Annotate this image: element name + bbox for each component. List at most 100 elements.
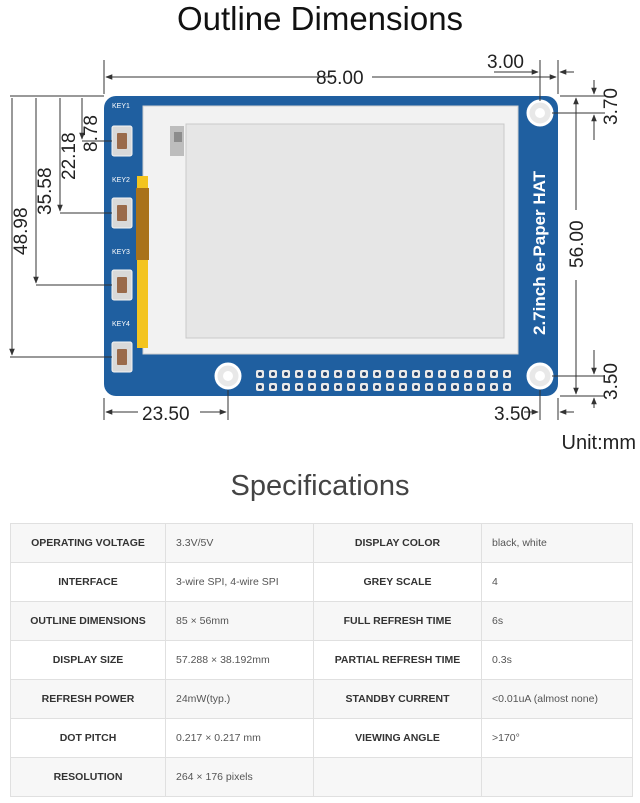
spec-value: 57.288 × 38.192mm	[165, 640, 314, 680]
key4-cap	[117, 349, 127, 365]
gpio-pad-hole	[323, 372, 327, 376]
spec-value: >170°	[481, 718, 633, 758]
spec-value: 24mW(typ.)	[165, 679, 314, 719]
gpio-pad-hole	[375, 385, 379, 389]
table-row: OUTLINE DIMENSIONS 85 × 56mm FULL REFRES…	[10, 601, 633, 641]
board-label: 2.7inch e-Paper HAT	[530, 170, 549, 335]
gpio-pad-hole	[297, 385, 301, 389]
gpio-pad-hole	[505, 385, 509, 389]
gpio-pad-hole	[466, 385, 470, 389]
gpio-pad-hole	[336, 385, 340, 389]
dim-hole-offset-top: 3.70	[601, 88, 622, 125]
table-row: INTERFACE 3-wire SPI, 4-wire SPI GREY SC…	[10, 562, 633, 602]
spec-label: DOT PITCH	[10, 718, 166, 758]
spec-label: DISPLAY SIZE	[10, 640, 166, 680]
dim-header-offset: 23.50	[142, 404, 190, 425]
dim-key3: 35.58	[35, 167, 56, 215]
spec-value: black, white	[481, 523, 633, 563]
spec-value: 264 × 176 pixels	[165, 757, 314, 797]
key-buttons	[111, 125, 133, 373]
gpio-pad-hole	[414, 385, 418, 389]
gpio-pad-hole	[271, 372, 275, 376]
spec-value: 4	[481, 562, 633, 602]
dim-width: 85.00	[316, 68, 364, 89]
gpio-pad-hole	[310, 385, 314, 389]
spec-empty-cell	[481, 757, 633, 797]
gpio-pad-hole	[336, 372, 340, 376]
spec-label: OUTLINE DIMENSIONS	[10, 601, 166, 641]
gpio-pad-hole	[414, 372, 418, 376]
key1-label: KEY1	[112, 103, 130, 110]
gpio-header	[256, 370, 511, 391]
spec-value: 6s	[481, 601, 633, 641]
spec-value: 3.3V/5V	[165, 523, 314, 563]
gpio-pad-hole	[362, 385, 366, 389]
dim-hole-offset-x: 3.00	[487, 52, 524, 73]
gpio-pad-hole	[401, 372, 405, 376]
table-row: DISPLAY SIZE 57.288 × 38.192mm PARTIAL R…	[10, 640, 633, 680]
spec-label: STANDBY CURRENT	[313, 679, 482, 719]
gpio-pad-hole	[479, 385, 483, 389]
gpio-pad-hole	[349, 385, 353, 389]
gpio-pad-hole	[375, 372, 379, 376]
gpio-pad-hole	[258, 372, 262, 376]
fpc-ribbon	[137, 176, 148, 348]
gpio-pad-hole	[427, 385, 431, 389]
epaper-corner-mark-inner	[174, 132, 182, 142]
fpc-ribbon-connector	[136, 188, 149, 260]
gpio-pad-hole	[388, 385, 392, 389]
key2-cap	[117, 205, 127, 221]
unit-label: Unit:mm	[561, 432, 636, 454]
gpio-pad-hole	[401, 385, 405, 389]
gpio-pad-hole	[492, 385, 496, 389]
specs-table: OPERATING VOLTAGE 3.3V/5V DISPLAY COLOR …	[10, 523, 633, 797]
gpio-pad-hole	[271, 385, 275, 389]
spec-empty-cell	[313, 757, 482, 797]
dim-hole-offset-right: 3.50	[494, 404, 531, 425]
key2-label: KEY2	[112, 177, 130, 184]
spec-label: INTERFACE	[10, 562, 166, 602]
dim-key1: 8.78	[81, 115, 102, 152]
table-row: DOT PITCH 0.217 × 0.217 mm VIEWING ANGLE…	[10, 718, 633, 758]
table-row: RESOLUTION 264 × 176 pixels	[10, 757, 633, 797]
spec-label: OPERATING VOLTAGE	[10, 523, 166, 563]
gpio-pad-hole	[362, 372, 366, 376]
gpio-pad-hole	[453, 385, 457, 389]
outline-title: Outline Dimensions	[176, 0, 464, 37]
key3-label: KEY3	[112, 249, 130, 256]
spec-value: 3-wire SPI, 4-wire SPI	[165, 562, 314, 602]
gpio-pad-hole	[388, 372, 392, 376]
gpio-pad-hole	[297, 372, 301, 376]
gpio-pad-hole	[258, 385, 262, 389]
key4-label: KEY4	[112, 321, 130, 328]
spec-value: 0.217 × 0.217 mm	[165, 718, 314, 758]
gpio-pad-hole	[466, 372, 470, 376]
spec-label: RESOLUTION	[10, 757, 166, 797]
spec-label: GREY SCALE	[313, 562, 482, 602]
key3-cap	[117, 277, 127, 293]
gpio-pad-hole	[505, 372, 509, 376]
dim-key4: 48.98	[11, 207, 32, 255]
spec-label: DISPLAY COLOR	[313, 523, 482, 563]
gpio-pad-hole	[284, 372, 288, 376]
gpio-pad-hole	[440, 372, 444, 376]
gpio-pad-hole	[453, 372, 457, 376]
epaper-active-area	[185, 123, 505, 339]
gpio-pad-hole	[349, 372, 353, 376]
gpio-pad-hole	[427, 372, 431, 376]
spec-label: VIEWING ANGLE	[313, 718, 482, 758]
table-row: OPERATING VOLTAGE 3.3V/5V DISPLAY COLOR …	[10, 523, 633, 563]
spec-label: FULL REFRESH TIME	[313, 601, 482, 641]
gpio-pad-hole	[310, 372, 314, 376]
gpio-pad-hole	[323, 385, 327, 389]
spec-value: 0.3s	[481, 640, 633, 680]
spec-label: REFRESH POWER	[10, 679, 166, 719]
gpio-pad-hole	[440, 385, 444, 389]
dim-key2: 22.18	[59, 132, 80, 180]
dim-hole-offset-bottom: 3.50	[601, 363, 622, 400]
spec-value: <0.01uA (almost none)	[481, 679, 633, 719]
spec-value: 85 × 56mm	[165, 601, 314, 641]
gpio-pad-hole	[479, 372, 483, 376]
spec-label: PARTIAL REFRESH TIME	[313, 640, 482, 680]
dim-height: 56.00	[567, 220, 588, 268]
